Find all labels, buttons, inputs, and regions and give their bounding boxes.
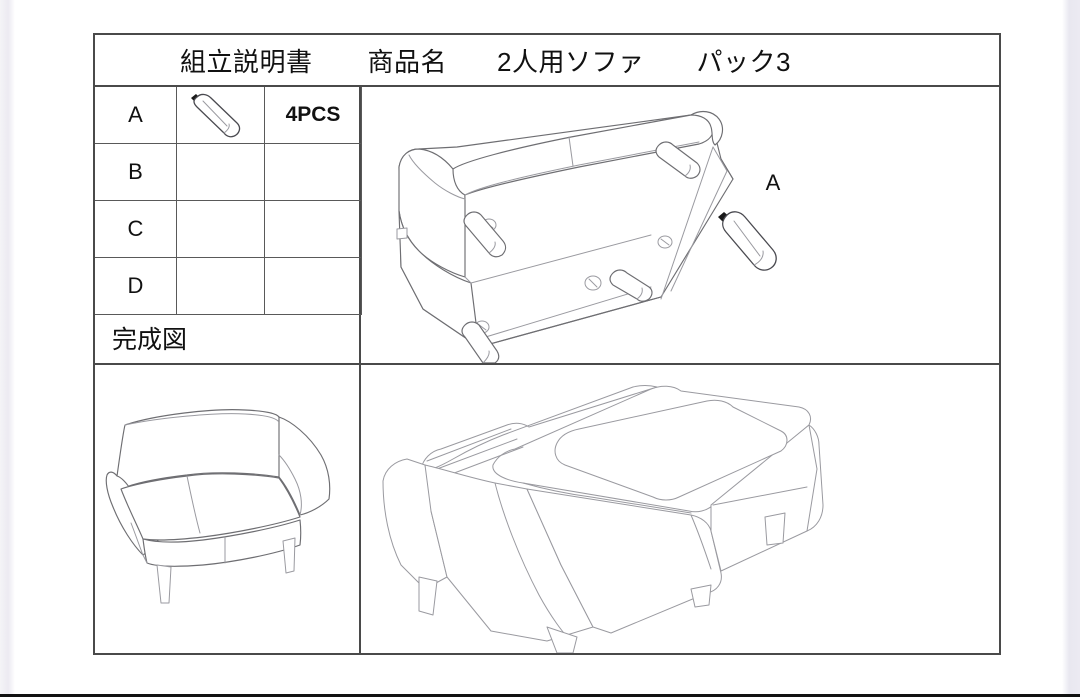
finished-view-figure-area (95, 365, 359, 655)
part-label-b: B (95, 143, 177, 201)
table-row: C (95, 200, 362, 258)
sofa-upside-down-illustration: A (396, 110, 781, 363)
page-right-edge-shadow (1062, 0, 1080, 697)
assembled-sofa-rear-top-illustration (382, 385, 824, 653)
table-row: A 4PCS (95, 87, 362, 144)
part-qty-c (264, 200, 362, 258)
sofa-leg-icon (191, 93, 241, 138)
sheet-header: 組立説明書 商品名 2人用ソファ パック3 (95, 35, 999, 87)
callout-part-a-group: A (718, 170, 781, 271)
part-icon-cell-b (176, 143, 265, 201)
parts-table: A 4PCS B (95, 87, 362, 315)
product-name-label: 商品名 (367, 46, 448, 77)
pack-number: パック3 (696, 46, 791, 77)
left-column: A 4PCS B (95, 87, 362, 655)
part-qty-b (264, 143, 362, 201)
page-left-edge-shadow (0, 0, 15, 697)
finished-view-label-band: 完成図 (95, 313, 359, 365)
sheet-title: 組立説明書 (180, 46, 313, 77)
part-qty-d (264, 257, 362, 315)
part-icon-cell-c (176, 200, 265, 258)
right-column: A (361, 87, 1000, 655)
part-label-d: D (95, 257, 177, 315)
part-label-a: A (95, 87, 177, 144)
page-bottom-strip (0, 694, 1080, 697)
table-row: D (95, 257, 362, 315)
assembled-result-panel (361, 365, 1000, 655)
part-icon-cell-d (176, 257, 265, 315)
table-row: B (95, 143, 362, 201)
callout-label-a: A (766, 170, 781, 195)
step-panel-attach-legs: A (361, 87, 1000, 365)
part-qty-a: 4PCS (264, 87, 362, 144)
instruction-sheet-frame: 組立説明書 商品名 2人用ソファ パック3 A (93, 33, 1001, 655)
part-label-c: C (95, 200, 177, 258)
two-seat-sofa-finished-illustration (105, 409, 331, 604)
finished-view-label: 完成図 (112, 326, 188, 354)
product-name-value: 2人用ソファ (497, 46, 645, 77)
part-icon-cell-a (176, 87, 265, 144)
